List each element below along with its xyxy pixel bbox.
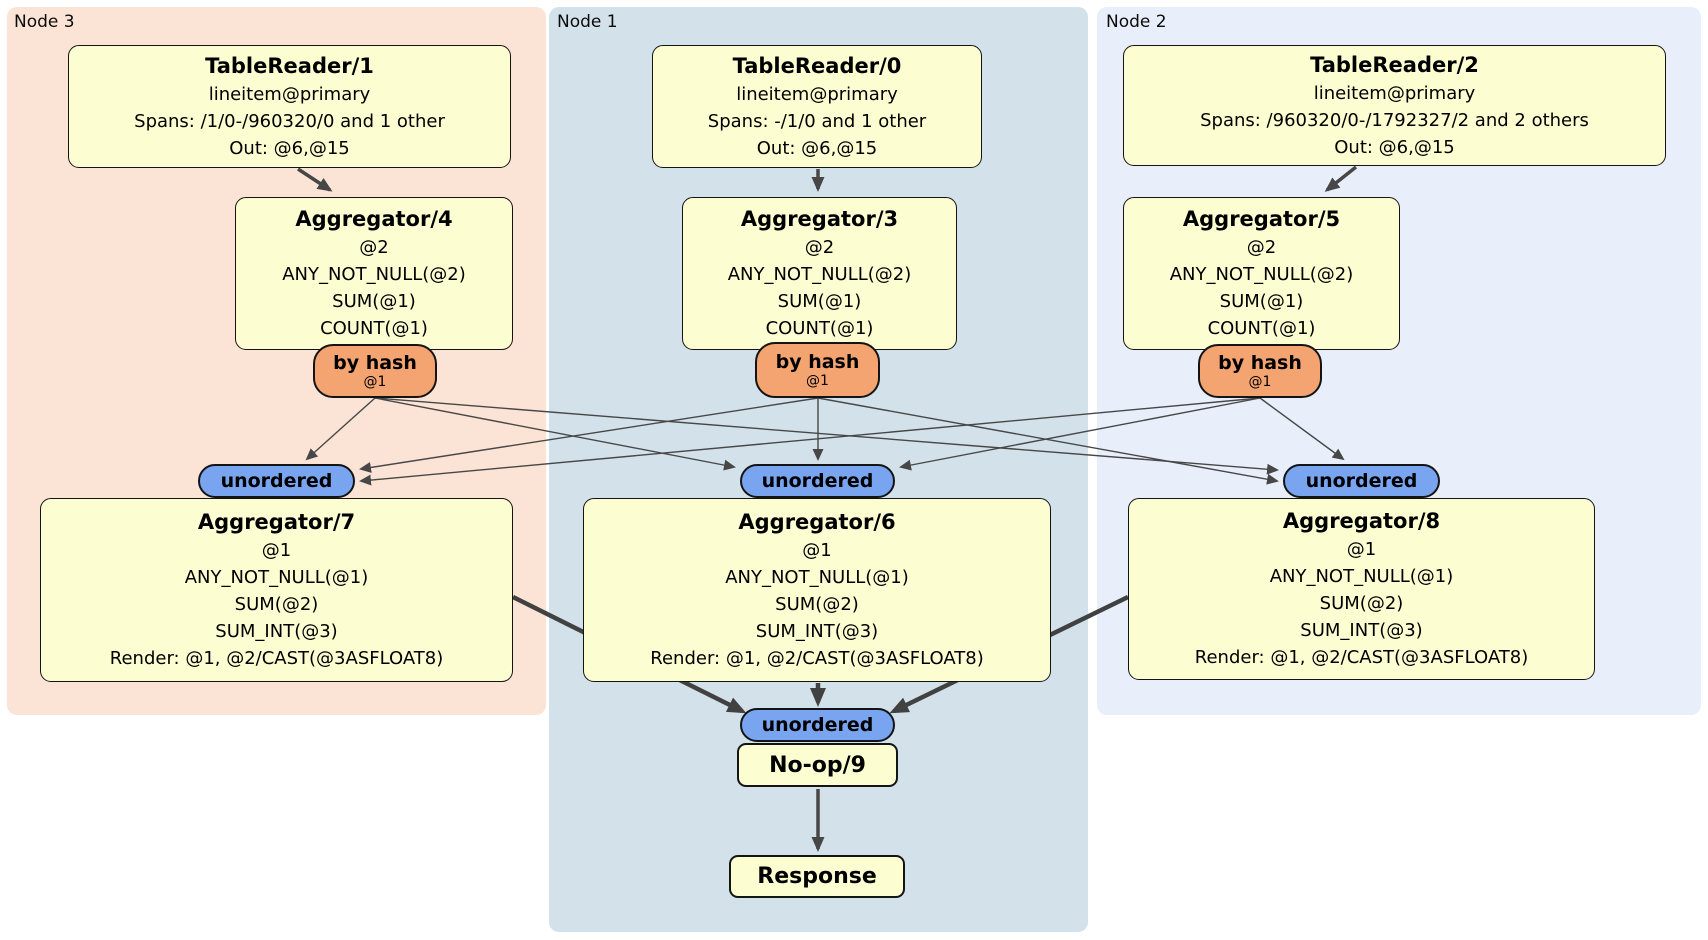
edge-router3-sync1 [374,397,736,471]
node3-aggregator-top-line: COUNT(@1) [320,318,428,339]
node2-tablereader-index: lineitem@primary [1313,82,1476,104]
node1-aggregator-top-line: @2 [804,237,835,258]
node1-aggregator-bottom-render: Render: @1, @2/CAST(@3ASFLOAT8) [650,648,984,669]
node2-hash-router: by hash @1 [1198,344,1322,398]
edge-router3-sync3 [305,397,376,461]
node3-aggregator-top-line: @2 [359,237,389,258]
edge-router3-sync2 [374,397,1279,475]
node2-aggregator-top-line: COUNT(@1) [1207,318,1316,339]
node1-tablereader-index: lineitem@primary [736,83,898,105]
edge-router2-sync2 [1259,397,1345,461]
node1-aggregator-bottom-line: @1 [802,540,832,561]
node1-unordered-sync-label: unordered [761,470,874,492]
node2-tablereader-title: TableReader/2 [1310,52,1479,77]
node2-hash-router-label: by hash [1218,352,1302,374]
node3-aggregator-top-line: SUM(@1) [332,291,416,312]
node2-tablereader-box: TableReader/2 lineitem@primary Spans: /9… [1123,45,1666,166]
node2-aggregator-bottom-line: ANY_NOT_NULL(@1) [1269,566,1454,587]
node1-unordered-sync: unordered [740,464,895,498]
noop-title: No-op/9 [769,752,866,778]
node2-aggregator-bottom-box: Aggregator/8 @1 ANY_NOT_NULL(@1) SUM(@2)… [1128,498,1595,680]
node1-tablereader-spans: Spans: -/1/0 and 1 other [707,110,927,132]
node3-aggregator-bottom-render: Render: @1, @2/CAST(@3ASFLOAT8) [109,648,444,669]
node1-hash-router-detail: @1 [806,373,829,389]
node3-hash-router-label: by hash [333,352,417,374]
node1-tablereader-out: Out: @6,@15 [756,137,878,159]
node1-final-unordered-sync-label: unordered [761,714,874,736]
node3-tablereader-title: TableReader/1 [205,53,374,78]
node3-aggregator-bottom-line: @1 [261,540,292,561]
node1-aggregator-top-line: SUM(@1) [777,291,862,312]
node1-tablereader-title: TableReader/0 [732,53,902,78]
node1-aggregator-bottom-line: ANY_NOT_NULL(@1) [725,567,909,588]
node2-aggregator-bottom-line: @1 [1346,539,1377,560]
node3-region-label: Node 3 [14,12,75,32]
node1-final-unordered-sync: unordered [740,708,895,742]
node2-aggregator-top-line: SUM(@1) [1219,291,1304,312]
node2-aggregator-bottom-line: SUM(@2) [1319,593,1404,614]
noop-box: No-op/9 [737,743,898,787]
node2-aggregator-bottom-render: Render: @1, @2/CAST(@3ASFLOAT8) [1194,647,1529,668]
node3-aggregator-bottom-line: SUM(@2) [234,594,319,615]
node2-unordered-sync-label: unordered [1305,470,1418,492]
node1-aggregator-bottom-line: SUM(@2) [775,594,859,615]
edge-tr2-agg5 [1324,165,1358,192]
node3-aggregator-bottom-title: Aggregator/7 [197,510,356,534]
node2-aggregator-top-box: Aggregator/5 @2 ANY_NOT_NULL(@2) SUM(@1)… [1123,197,1400,350]
node2-tablereader-out: Out: @6,@15 [1334,136,1455,158]
node2-aggregator-bottom-title: Aggregator/8 [1282,509,1441,533]
node2-aggregator-bottom-line: SUM_INT(@3) [1300,620,1423,641]
node3-aggregator-top-line: ANY_NOT_NULL(@2) [282,264,466,285]
node2-tablereader-spans: Spans: /960320/0-/1792327/2 and 2 others [1200,109,1589,131]
response-title: Response [757,864,877,889]
node3-tablereader-index: lineitem@primary [208,83,371,105]
node1-aggregator-bottom-line: SUM_INT(@3) [755,621,879,642]
node3-tablereader-spans: Spans: /1/0-/960320/0 and 1 other [134,110,445,132]
edge-router1-sync3 [359,397,819,473]
node3-unordered-sync-label: unordered [220,470,333,492]
node3-aggregator-top-title: Aggregator/4 [295,207,453,231]
node3-aggregator-top-box: Aggregator/4 @2 ANY_NOT_NULL(@2) SUM(@1)… [235,197,513,350]
node1-aggregator-top-box: Aggregator/3 @2 ANY_NOT_NULL(@2) SUM(@1)… [682,197,957,350]
node2-aggregator-top-title: Aggregator/5 [1182,207,1341,231]
node1-hash-router-label: by hash [775,351,860,373]
node1-aggregator-bottom-box: Aggregator/6 @1 ANY_NOT_NULL(@1) SUM(@2)… [583,498,1051,682]
edge-router2-sync3 [359,397,1261,486]
node3-aggregator-bottom-line: ANY_NOT_NULL(@1) [184,567,369,588]
node2-aggregator-top-line: @2 [1246,237,1277,258]
node2-unordered-sync: unordered [1283,464,1440,498]
edge-tr1-agg4 [297,167,333,192]
node2-hash-router-detail: @1 [1248,374,1272,390]
node3-hash-router: by hash @1 [313,344,437,398]
node3-aggregator-bottom-box: Aggregator/7 @1 ANY_NOT_NULL(@1) SUM(@2)… [40,498,513,682]
node1-aggregator-top-line: ANY_NOT_NULL(@2) [727,264,912,285]
response-box: Response [729,855,905,898]
node3-tablereader-box: TableReader/1 lineitem@primary Spans: /1… [68,45,511,168]
node1-hash-router: by hash @1 [755,342,880,398]
node2-region-label: Node 2 [1106,12,1167,32]
node1-region-label: Node 1 [557,12,618,32]
node3-hash-router-detail: @1 [363,374,387,390]
node3-aggregator-bottom-line: SUM_INT(@3) [215,621,338,642]
node1-aggregator-top-title: Aggregator/3 [740,207,899,231]
node3-tablereader-out: Out: @6,@15 [229,137,350,159]
edge-router2-sync1 [899,397,1261,471]
node2-aggregator-top-line: ANY_NOT_NULL(@2) [1169,264,1354,285]
node3-unordered-sync: unordered [198,464,355,498]
node1-aggregator-top-line: COUNT(@1) [765,318,874,339]
node1-tablereader-box: TableReader/0 lineitem@primary Spans: -/… [652,45,982,168]
node1-aggregator-bottom-title: Aggregator/6 [738,510,896,534]
